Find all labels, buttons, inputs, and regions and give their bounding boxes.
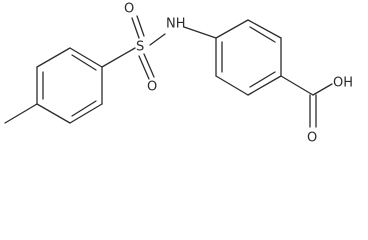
benzoic-ring: [215, 19, 282, 96]
ring1-double-bond: [71, 100, 97, 117]
ring2-bond: [247, 75, 282, 96]
oxygen-label-top: O: [124, 2, 134, 17]
nitrogen-aryl-bond: [183, 26, 217, 39]
sulfur-label: S: [136, 40, 144, 55]
ring2-double-bond: [249, 26, 276, 43]
ring-carboxyl-bond: [280, 75, 314, 96]
sulfur-nitrogen-bond: [149, 33, 166, 46]
nh-label: NH: [166, 17, 186, 32]
ring1-double-bond: [71, 54, 97, 71]
sulfonyl-double-bond-bottom: [138, 55, 150, 80]
ring2-bond: [215, 75, 249, 96]
ring1-bond: [69, 47, 103, 68]
ring1-bond: [69, 103, 103, 124]
oxygen-label-bottom: O: [147, 80, 157, 95]
sulfonyl-double-bond-top: [136, 15, 145, 37]
aryl-sulfur-bond: [101, 47, 136, 68]
hydroxyl-label: OH: [333, 76, 353, 91]
carboxyl-hydroxyl-bond: [312, 83, 333, 96]
ring1-bond: [36, 47, 71, 68]
ring2-bond: [247, 19, 282, 39]
carbonyl-oxygen-label: O: [307, 131, 317, 146]
toluene-ring: [36, 47, 103, 124]
chemical-structure: O S O NH OH O: [4, 2, 353, 146]
ring2-double-bond: [249, 71, 276, 88]
ring1-bond: [36, 103, 71, 124]
sulfonyl-double-bond-bottom: [143, 53, 155, 78]
methyl-bond: [4, 103, 38, 124]
ring2-bond: [215, 19, 249, 39]
sulfonyl-double-bond-top: [131, 17, 140, 39]
